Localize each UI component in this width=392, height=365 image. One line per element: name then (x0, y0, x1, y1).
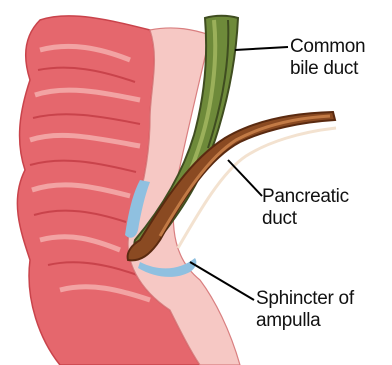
leader-line-bile-duct (235, 47, 288, 50)
label-common-bile-duct: Common bile duct (290, 36, 365, 80)
label-common-bile-duct-line2: bile duct (290, 58, 365, 80)
label-pancreatic-duct: Pancreatic duct (262, 186, 349, 230)
label-sphincter-line2: ampulla (256, 310, 354, 332)
leader-line-pancreatic-duct (228, 160, 262, 196)
label-sphincter-line1: Sphincter of (256, 288, 354, 310)
label-sphincter-of-ampulla: Sphincter of ampulla (256, 288, 354, 332)
label-common-bile-duct-line1: Common (290, 36, 365, 58)
label-pancreatic-duct-line2: duct (262, 208, 349, 230)
label-pancreatic-duct-line1: Pancreatic (262, 186, 349, 208)
